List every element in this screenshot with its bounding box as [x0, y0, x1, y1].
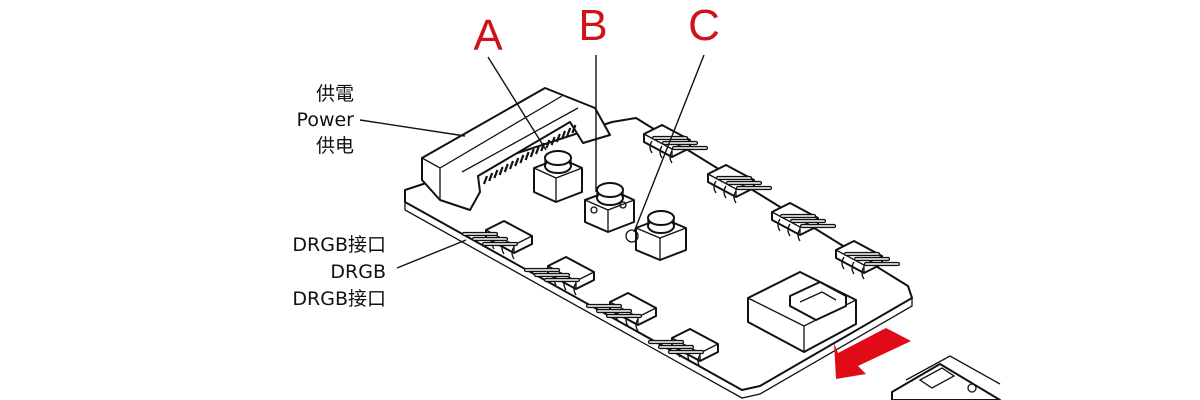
power-pin: [555, 133, 561, 143]
power-pin: [560, 130, 567, 140]
power-pin: [482, 175, 489, 185]
leader-c: [633, 54, 705, 233]
pin-header: [647, 328, 719, 368]
insert-direction-arrow: [834, 328, 911, 379]
button-c: [625, 210, 687, 261]
pin-header: [523, 256, 595, 296]
power-pin: [540, 142, 546, 152]
callout-b: B: [578, 1, 607, 50]
callout-a: A: [473, 11, 503, 60]
pin-header: [771, 202, 837, 242]
power-label-line3: 供电: [316, 135, 354, 157]
drgb-label-line2: DRGB: [330, 261, 386, 283]
leader-a: [487, 56, 547, 151]
power-pin: [488, 172, 494, 182]
power-connector: [421, 87, 611, 211]
leader-power: [359, 119, 466, 137]
board-edge: [404, 202, 913, 399]
power-pin: [550, 136, 556, 146]
pin-header: [461, 220, 533, 260]
power-pin: [519, 154, 525, 164]
power-label-line1: 供電: [316, 83, 354, 105]
pin-header: [585, 292, 657, 332]
leader-drgb: [396, 239, 467, 269]
power-pin: [493, 169, 499, 179]
power-pins: [482, 124, 577, 185]
pin-header: [707, 164, 773, 204]
power-pin: [503, 163, 509, 173]
drgb-label-line1: DRGB接口: [292, 234, 386, 256]
power-pin: [514, 157, 520, 167]
left-pin-headers: [461, 220, 719, 368]
right-pin-headers: [643, 124, 901, 280]
button-a: [533, 150, 583, 203]
pin-header: [643, 124, 709, 164]
callout-c: C: [688, 1, 720, 50]
power-pin: [571, 124, 577, 134]
pin-header: [835, 240, 901, 280]
plug-cable: [891, 355, 1001, 400]
power-pin: [508, 160, 515, 170]
power-pin: [498, 166, 504, 176]
power-pin: [545, 139, 551, 149]
fan-connector: [747, 271, 857, 353]
power-label-line2: Power: [297, 109, 355, 131]
power-pin: [529, 148, 535, 158]
power-pin: [534, 145, 541, 155]
power-pin: [524, 151, 530, 161]
drgb-label-line3: DRGB接口: [292, 288, 386, 310]
power-pin: [566, 127, 572, 137]
button-b: [584, 182, 635, 233]
